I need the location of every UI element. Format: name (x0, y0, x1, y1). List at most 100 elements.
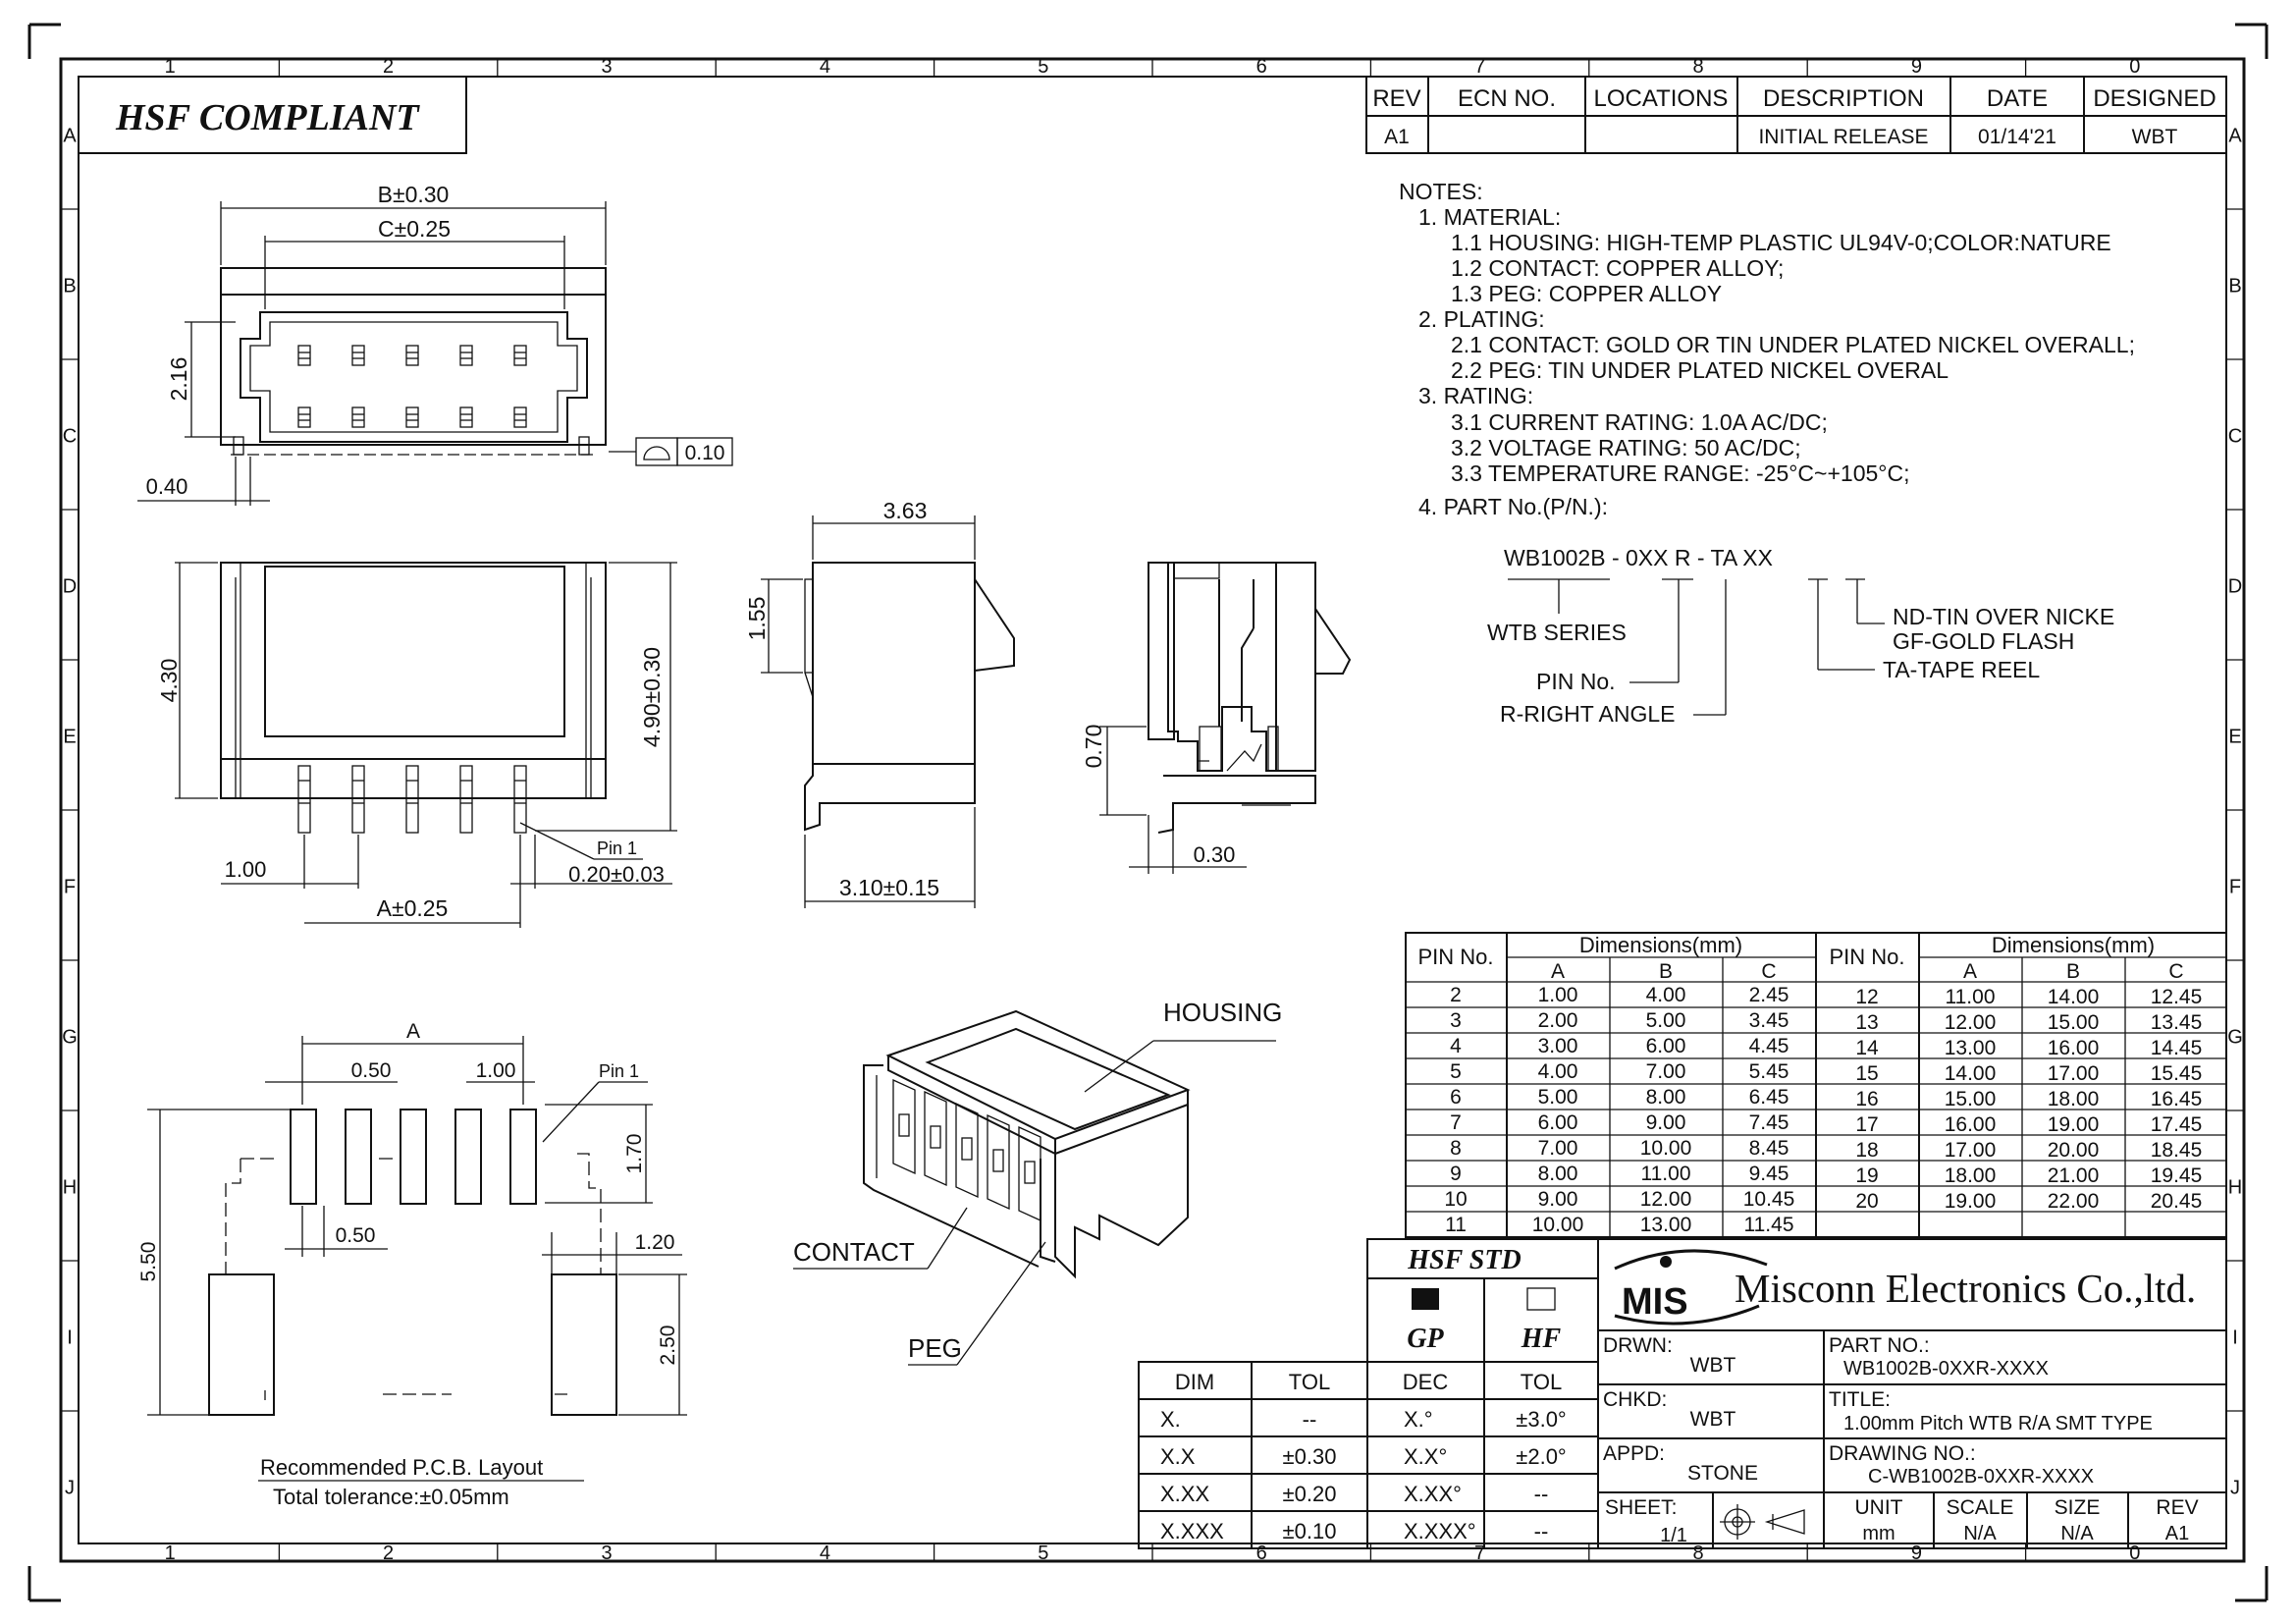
tol-header-tol2: TOL (1521, 1370, 1562, 1394)
dim-table-cell: 17.00 (2048, 1062, 2100, 1085)
dim-table-cell: 2.00 (1538, 1009, 1578, 1032)
dim-table-cell: 8 (1450, 1137, 1462, 1160)
dim-table-cell: 3 (1450, 1009, 1462, 1032)
sheet-label: SHEET: (1605, 1496, 1678, 1519)
title-label: TITLE: (1829, 1388, 1891, 1411)
flatness-value: 0.10 (685, 442, 725, 464)
frame-row-label: A (63, 126, 77, 147)
unit-value: mm (1862, 1523, 1895, 1544)
designed-header: DESIGNED (2093, 85, 2216, 112)
contact-pin (513, 765, 527, 834)
dim-table-cell: 10.00 (1532, 1214, 1584, 1236)
part-value: WB1002B-0XXR-XXXX (1843, 1358, 2049, 1380)
frame-column-label: 7 (1474, 1543, 1485, 1564)
tol-table-cell: ±3.0° (1516, 1407, 1566, 1432)
dim-table-cell: 8.00 (1538, 1163, 1578, 1185)
note-line: 2.1 CONTACT: GOLD OR TIN UNDER PLATED NI… (1451, 332, 2135, 357)
tol-table-cell: ±0.30 (1283, 1444, 1337, 1469)
dim-table-cell: 15.00 (1945, 1088, 1997, 1110)
dim-0-40: 0.40 (146, 474, 188, 499)
section-view: 0.70 0.30 (1081, 562, 1352, 874)
part-number-code: WB1002B - 0XX R - TA XX WTB SERIES PIN N… (1487, 545, 2114, 727)
rev-header: REV (1372, 85, 1420, 112)
size-value: N/A (2060, 1523, 2094, 1544)
chkd-value: WBT (1690, 1408, 1736, 1431)
dim-table-cell: 20.00 (2048, 1139, 2100, 1162)
unit-label: UNIT (1855, 1496, 1903, 1519)
pcb-layout: A 0.50 1.00 Pin 1 1.70 0.50 5.50 1.20 2.… (137, 1020, 687, 1509)
dims-header-right: Dimensions(mm) (1992, 933, 2155, 957)
dim-3-10: 3.10±0.15 (839, 875, 939, 900)
tol-table-cell: -- (1534, 1519, 1549, 1543)
appd-value: STONE (1687, 1462, 1758, 1485)
tol-table-cell: ±2.0° (1516, 1444, 1566, 1469)
iso-contact (987, 1113, 1010, 1211)
contact-slot (405, 345, 419, 366)
tol-table-cell: X.X (1160, 1444, 1196, 1469)
frame-column-label: 8 (1692, 56, 1703, 78)
dim-table-cell: 4.00 (1646, 984, 1686, 1006)
drwn-value: WBT (1690, 1354, 1736, 1377)
drawing-label: DRAWING NO.: (1829, 1442, 1976, 1465)
tol-table-cell: X.XXX (1160, 1519, 1224, 1543)
description-value: INITIAL RELEASE (1758, 126, 1928, 148)
side-view: 3.63 1.55 3.10±0.15 (744, 498, 1015, 908)
frame-row-label: C (2228, 426, 2242, 448)
gp-checkbox-icon (1412, 1288, 1439, 1310)
frame-row-label: J (2230, 1478, 2240, 1499)
dim-table-cell: 6 (1450, 1086, 1462, 1109)
tol-table-cell: -- (1534, 1482, 1549, 1506)
note-line: 1. MATERIAL: (1418, 204, 1561, 230)
pcb-dim-a: A (406, 1020, 420, 1043)
dim-table-cell: 19.45 (2151, 1164, 2203, 1187)
dim-table-cell: 12.45 (2151, 986, 2203, 1008)
pcb-peg-pad-left (208, 1273, 275, 1416)
dim-table-cell: 14 (1855, 1037, 1879, 1059)
sub-a-right: A (1963, 960, 1977, 983)
dim-table-cell: 3.00 (1538, 1035, 1578, 1057)
projection-symbol-icon (1720, 1504, 1805, 1540)
dim-table-cell: 16.00 (2048, 1037, 2100, 1059)
dim-table-cell: 18 (1855, 1139, 1878, 1162)
frame-column-label: 1 (165, 1543, 176, 1564)
dim-table-cell: 16.45 (2151, 1088, 2203, 1110)
finish-gf-label: GF-GOLD FLASH (1893, 628, 2074, 654)
date-value: 01/14'21 (1978, 126, 2056, 148)
dim-c: C±0.25 (378, 216, 451, 242)
contact-slot (405, 406, 419, 428)
size-label: SIZE (2055, 1496, 2101, 1519)
finish-nd-label: ND-TIN OVER NICKE (1893, 604, 2114, 629)
designed-value: WBT (2132, 126, 2178, 148)
dim-table-cell: 9.00 (1646, 1111, 1686, 1134)
dim-4-90: 4.90±0.30 (639, 647, 665, 747)
appd-label: APPD: (1603, 1442, 1665, 1465)
tol-table-cell: X.XXX° (1404, 1519, 1476, 1543)
tol-table-cell: -- (1303, 1407, 1317, 1432)
scale-value: N/A (1963, 1523, 1997, 1544)
contact-slot (351, 345, 365, 366)
dim-table-cell: 18.00 (2048, 1088, 2100, 1110)
iso-contact (1018, 1125, 1041, 1222)
dim-table-cell: 14.00 (1945, 1062, 1997, 1085)
dim-table-cell: 10 (1444, 1188, 1467, 1211)
sub-b-left: B (1659, 960, 1673, 983)
dim-table-cell: 7.00 (1646, 1060, 1686, 1083)
note-line: 3.2 VOLTAGE RATING: 50 AC/DC; (1451, 435, 1801, 460)
dim-table-cell: 20.45 (2151, 1190, 2203, 1213)
tol-table-cell: X.X° (1404, 1444, 1447, 1469)
frame-column-label: 4 (820, 1543, 830, 1564)
frame-row-label: A (2228, 126, 2242, 147)
frame-row-label: G (2227, 1027, 2243, 1049)
tol-table-cell: ±0.20 (1283, 1482, 1337, 1506)
dim-2-16: 2.16 (166, 357, 191, 402)
frame-column-label: 9 (1911, 56, 1922, 78)
frame-column-label: 0 (2129, 56, 2140, 78)
frame-column-label: 9 (1911, 1543, 1922, 1564)
date-header: DATE (1987, 85, 2048, 112)
dim-table-cell: 15 (1855, 1062, 1878, 1085)
dim-table-cell: 18.45 (2151, 1139, 2203, 1162)
frame-column-label: 4 (820, 56, 830, 78)
contact-slot (459, 406, 473, 428)
